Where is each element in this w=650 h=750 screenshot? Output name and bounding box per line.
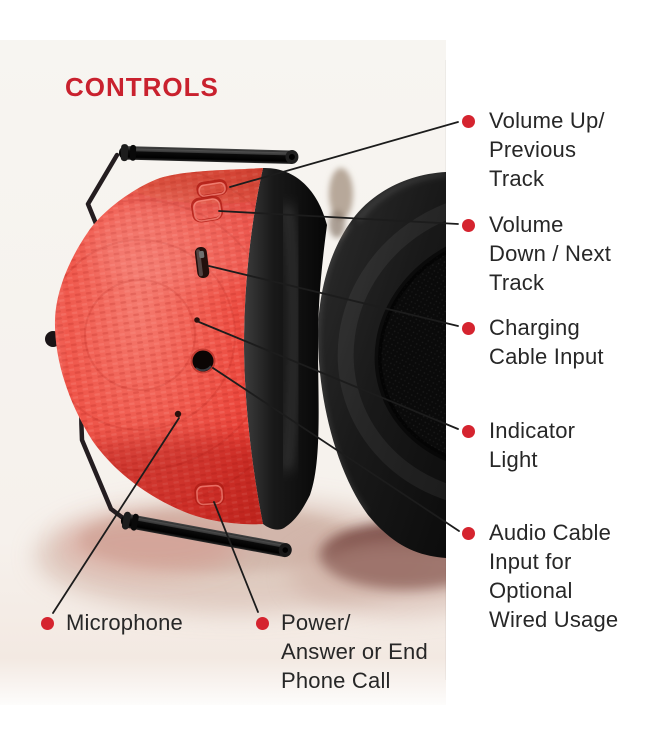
ear-cushion xyxy=(318,172,446,558)
label-line: Track xyxy=(489,270,545,295)
leader-indicator xyxy=(198,321,459,430)
leader-volume-up xyxy=(229,121,459,188)
label-line: Volume Up/ xyxy=(489,108,605,133)
label-line: Phone Call xyxy=(281,668,391,693)
volume-up-button xyxy=(196,179,228,198)
label-line: Optional xyxy=(489,578,573,603)
bullet-dot-icon xyxy=(462,425,475,438)
leader-volume-down xyxy=(218,210,459,225)
callout-label: Microphone xyxy=(66,608,183,637)
callout-label: Power/ Answer or End Phone Call xyxy=(281,608,428,695)
usb-contact xyxy=(198,250,205,259)
label-line: Volume xyxy=(489,212,564,237)
volume-down-button xyxy=(190,195,224,223)
cushion-sheen xyxy=(337,191,446,509)
callout-label: Audio Cable Input for Optional Wired Usa… xyxy=(489,518,618,634)
page-title: CONTROLS xyxy=(65,72,219,102)
label-line: Cable Input xyxy=(489,344,604,369)
label-line: Charging xyxy=(489,315,580,340)
label-line: Down / Next xyxy=(489,241,612,266)
power-button xyxy=(194,481,225,506)
leader-power xyxy=(213,501,259,613)
bullet-dot-icon xyxy=(462,115,475,128)
bullet-dot-icon xyxy=(462,527,475,540)
leader-microphone xyxy=(52,417,180,614)
leader-lines xyxy=(52,121,460,614)
leader-charging xyxy=(208,265,459,327)
foam-texture xyxy=(378,230,446,470)
label-line: Input for xyxy=(489,549,572,574)
charging-port xyxy=(194,247,210,278)
cushion-top-highlight xyxy=(356,172,446,222)
label-line: Microphone xyxy=(66,610,183,635)
bullet-dot-icon xyxy=(41,617,54,630)
callout-label: Volume Down / Next Track xyxy=(489,210,611,297)
callout-label: Indicator Light xyxy=(489,416,575,474)
earcup-rim xyxy=(244,167,327,530)
bullet-dot-icon xyxy=(256,617,269,630)
bullet-dot-icon xyxy=(462,219,475,232)
label-line: Audio Cable xyxy=(489,520,612,545)
label-line: Answer or End xyxy=(281,639,428,664)
microphone-hole xyxy=(174,410,182,418)
audio-jack-hole xyxy=(190,348,216,374)
label-line: Power/ xyxy=(281,610,351,635)
label-line: Previous xyxy=(489,137,577,162)
headband-rest-bottom xyxy=(120,511,292,558)
bullet-dot-icon xyxy=(462,322,475,335)
rim-highlight xyxy=(282,204,299,471)
foam-edge xyxy=(374,227,446,473)
callout-label: Charging Cable Input xyxy=(489,313,604,371)
callout-label: Volume Up/ Previous Track xyxy=(489,106,605,193)
cushion-soft-shadow xyxy=(290,535,446,615)
label-line: Indicator xyxy=(489,418,576,443)
leader-audio xyxy=(212,367,460,532)
photo-edge-seam xyxy=(445,60,446,680)
headband-rest-top xyxy=(118,144,299,164)
label-line: Light xyxy=(489,447,538,472)
photo-area xyxy=(0,40,446,705)
label-line: Track xyxy=(489,166,545,191)
label-line: Wired Usage xyxy=(489,607,619,632)
